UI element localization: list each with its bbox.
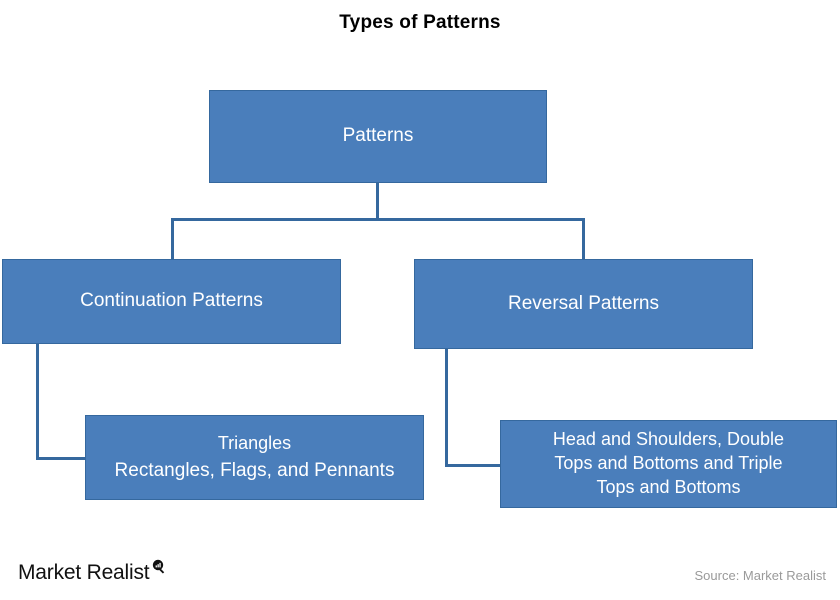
magnifier-bar-chart-icon — [150, 558, 167, 580]
node-reversal-details-line-2: Tops and Bottoms and Triple — [554, 453, 783, 474]
connector-continuation-right — [36, 457, 87, 460]
connector-continuation-down — [36, 344, 39, 460]
node-patterns-label: Patterns — [342, 125, 414, 147]
node-reversal-details-line-3: Tops and Bottoms — [596, 476, 741, 497]
connector-split-bar — [171, 218, 585, 221]
page-title: Types of Patterns — [339, 12, 501, 33]
node-reversal-details: Head and Shoulders, Double Tops and Bott… — [500, 420, 837, 508]
connector-reversal-right — [445, 464, 502, 467]
connector-reversal-down — [445, 349, 448, 467]
node-continuation-patterns-label: Continuation Patterns — [80, 290, 263, 312]
node-continuation-patterns: Continuation Patterns — [2, 259, 341, 344]
node-continuation-details-line-1: Triangles — [217, 432, 292, 453]
node-patterns: Patterns — [209, 90, 547, 183]
source-note: Source: Market Realist — [694, 568, 827, 583]
node-continuation-details: Triangles Rectangles, Flags, and Pennant… — [85, 415, 424, 500]
connector-to-continuation — [171, 218, 174, 260]
node-reversal-patterns: Reversal Patterns — [414, 259, 753, 349]
node-continuation-details-line-2: Rectangles, Flags, and Pennants — [114, 459, 395, 481]
node-reversal-details-line-1: Head and Shoulders, Double — [552, 429, 785, 450]
market-realist-logo-text: Market Realist — [18, 561, 150, 584]
connector-root-stem — [376, 183, 379, 219]
connector-to-reversal — [582, 218, 585, 260]
node-reversal-patterns-label: Reversal Patterns — [507, 292, 659, 314]
market-realist-logo: Market Realist — [18, 559, 167, 584]
